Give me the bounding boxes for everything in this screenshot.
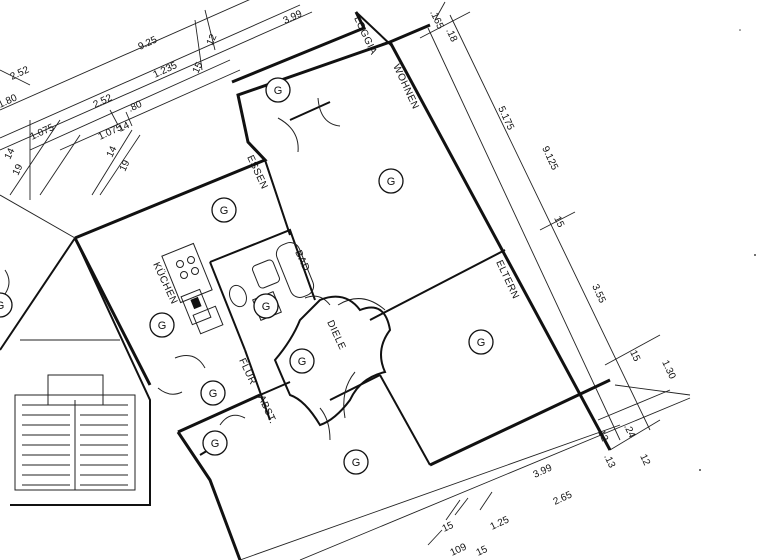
svg-text:G: G (220, 205, 229, 217)
dim-right-2: 5.175 (495, 105, 516, 133)
dim-right-9: .24 (621, 423, 637, 441)
svg-text:G: G (211, 438, 220, 450)
g-symbol: G (149, 312, 175, 338)
dim-bottom-2: 1.25 (489, 514, 512, 532)
dimension-lines-bottom (239, 397, 691, 560)
dim-top-left-12: 19 (11, 162, 26, 177)
dim-top-left-11: 12 (205, 32, 220, 47)
dimension-lines-top-left (0, 0, 313, 200)
svg-text:G: G (352, 457, 361, 469)
dim-bottom-0: 3.99 (532, 462, 555, 480)
kitchen-fixtures (161, 242, 224, 335)
dimension-labels-bottom: 3.99 2.65 1.25 15 109 15 (441, 462, 575, 558)
scan-specks (699, 29, 756, 471)
svg-text:G: G (387, 176, 396, 188)
dim-top-left-10: 15 (191, 60, 206, 75)
dim-bottom-3: 15 (441, 520, 456, 535)
g-symbols: G G G G G G G G G G G (0, 77, 494, 475)
door-swings (157, 97, 386, 441)
dim-right-10: .13 (601, 453, 617, 471)
svg-text:G: G (0, 300, 4, 312)
diele-outline (273, 295, 392, 427)
svg-text:G: G (209, 388, 218, 400)
dim-top-left-7: 1.235 (152, 60, 180, 81)
dim-top-left-13: 14 (3, 146, 18, 161)
g-symbol: G (211, 197, 237, 223)
g-symbol: G (253, 293, 279, 319)
svg-text:G: G (262, 301, 271, 313)
dim-top-left-2: 2.52 (92, 92, 115, 110)
g-symbol: G (343, 449, 369, 475)
dim-right-11: 12 (637, 453, 652, 468)
dim-right-0: .165 (427, 9, 445, 32)
svg-text:G: G (274, 85, 283, 97)
g-symbol: G (468, 329, 494, 355)
dim-top-left-6: 14 (117, 120, 132, 135)
dim-right-6: 1.30 (659, 359, 677, 382)
dim-right-5: 3.55 (589, 283, 607, 306)
dimension-lines-right (419, 1, 691, 451)
room-label-kuechen: KÜCHEN (150, 260, 180, 306)
g-symbol: G (0, 292, 13, 318)
dim-bottom-4: 109 (449, 542, 469, 559)
dim-top-left-15: 19 (118, 158, 133, 173)
stairwell (0, 194, 151, 506)
apartment-walls (73, 11, 612, 560)
dim-right-4: 15 (551, 215, 566, 230)
dim-bottom-1: 2.65 (552, 489, 575, 507)
dim-top-left-1: 1.80 (0, 92, 19, 110)
room-labels: LOGGIA WOHNEN ESSEN KÜCHEN BAD DIELE ELT… (150, 15, 521, 426)
room-label-flur: FLUR (236, 357, 258, 387)
dim-bottom-5: 15 (475, 544, 490, 559)
g-symbol: G (265, 77, 291, 103)
g-symbol: G (289, 348, 315, 374)
dim-right-7: 15 (627, 349, 642, 364)
room-label-bad: BAD (292, 249, 311, 274)
dim-right-1: .18 (443, 27, 459, 45)
svg-text:G: G (158, 320, 167, 332)
dim-top-left-14: 14 (105, 144, 120, 159)
g-symbol: G (200, 380, 226, 406)
g-symbol: G (202, 430, 228, 456)
dimension-labels-right: .165 .18 5.175 9.125 15 3.55 1.30 15 12 … (427, 9, 677, 471)
svg-text:G: G (477, 337, 486, 349)
room-label-diele: DIELE (324, 319, 347, 352)
dim-top-left-9: 3.99 (282, 8, 305, 26)
room-label-abst: ABST. (255, 394, 278, 426)
dim-top-left-3: .80 (127, 99, 145, 115)
g-symbol: G (378, 168, 404, 194)
dim-right-3: 9.125 (539, 145, 560, 173)
dim-top-left-8: 9.25 (137, 34, 160, 52)
svg-text:G: G (298, 356, 307, 368)
